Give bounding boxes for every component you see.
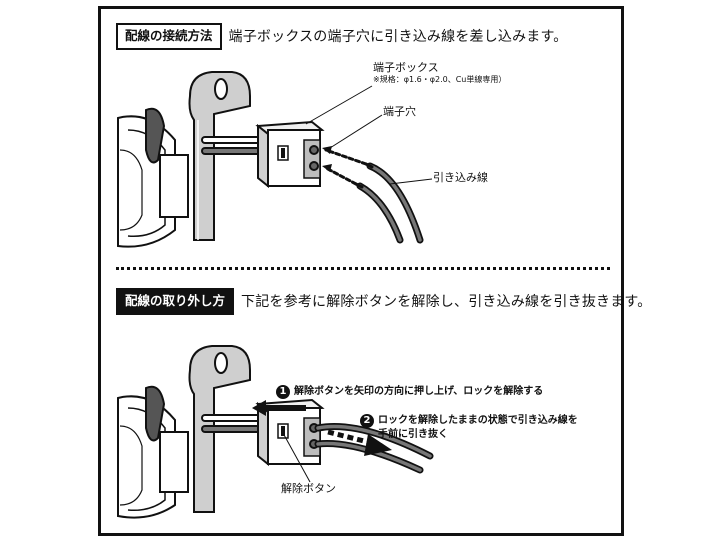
section-divider: [116, 267, 610, 270]
label-spec: ※規格：φ1.6・φ2.0、Cu単線専用）: [373, 75, 507, 84]
section1-header: 配線の接続方法 端子ボックスの端子穴に引き込み線を差し込みます。: [116, 23, 568, 50]
label-lead-wire: 引き込み線: [433, 171, 488, 184]
lead-wires-top: [322, 146, 424, 244]
section2-text: 下記を参考に解除ボタンを解除し、引き込み線を引き抜きます。: [241, 294, 652, 311]
label-terminal-hole: 端子穴: [383, 105, 416, 118]
terminal-box-top: [255, 120, 325, 189]
mounting-bracket-top: [188, 71, 251, 241]
step1: 1 解除ボタンを矢印の方向に押し上げ、ロックを解除する: [276, 385, 543, 399]
section2-tag: 配線の取り外し方: [116, 288, 235, 315]
step2-line2: 手前に引き抜く: [378, 428, 448, 440]
fixture-wires-bottom: [201, 414, 266, 433]
step1-text: 解除ボタンを矢印の方向に押し上げ、ロックを解除する: [294, 386, 544, 397]
release-arrow: [252, 400, 306, 416]
section1-tag: 配線の接続方法: [116, 23, 222, 50]
step2-text: ロックを解除したままの状態で引き込み線を 手前に引き抜く: [378, 414, 578, 441]
step2-line1: ロックを解除したままの状態で引き込み線を: [378, 415, 578, 426]
step2: 2 ロックを解除したままの状態で引き込み線を 手前に引き抜く: [360, 414, 578, 441]
label-release-button: 解除ボタン: [281, 482, 336, 495]
step1-number: 1: [276, 385, 290, 399]
step2-number: 2: [360, 414, 374, 428]
fixture-wires-top: [201, 136, 266, 155]
fixture-body-top: [117, 107, 189, 248]
section2-header: 配線の取り外し方 下記を参考に解除ボタンを解除し、引き込み線を引き抜きます。: [116, 288, 651, 315]
pull-arrow: [327, 429, 392, 456]
release-leader: [282, 432, 311, 483]
fixture-body-bottom: [117, 385, 189, 519]
section1-text: 端子ボックスの端子穴に引き込み線を差し込みます。: [228, 29, 568, 46]
leader-lines-top: [305, 85, 433, 185]
lead-wires-bottom: [314, 423, 434, 474]
instruction-frame: [98, 6, 624, 536]
label-terminal-box: 端子ボックス: [373, 61, 439, 74]
mounting-bracket-bottom: [188, 345, 251, 513]
